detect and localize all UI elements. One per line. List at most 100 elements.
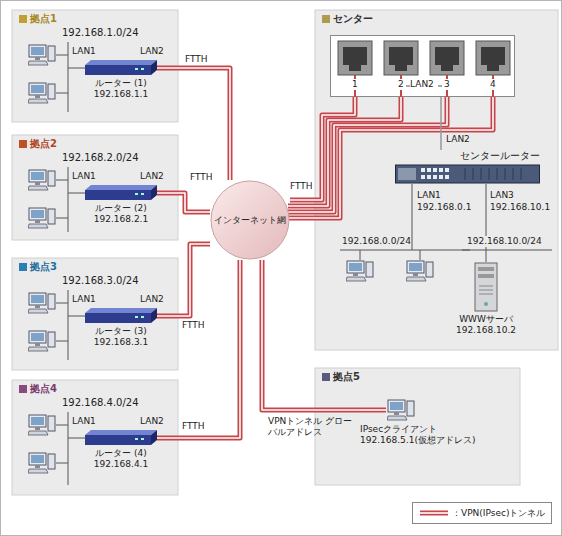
edge-label: FTTH [185,54,208,65]
router-icon [85,430,157,446]
site-heading: 拠点4 [30,383,57,395]
port-label: 3 [444,79,450,90]
vpn-tunnel [157,244,210,316]
pc-icons [28,45,433,473]
connector-stroke [262,260,360,410]
connector-stroke [157,260,240,438]
edge-label: FTTH [182,320,205,331]
connector-stroke [290,97,355,200]
server-name: WWWサーバ [448,314,524,325]
panel-header-marks [19,15,330,393]
site-panel: 拠点2 192.168.2.0/24 ルーター (2)192.168.2.1 [12,135,178,240]
router-chassis [395,164,540,184]
site-panel: 拠点1 192.168.1.0/24 ルーター (1)192.168.1.1 [12,10,178,122]
site-heading: センター [333,13,373,25]
interface-label: 192.168.0.1 [417,202,471,213]
interface-label: 192.168.0.0/24 [342,236,411,247]
router-name: ルーター (3) [85,326,157,337]
ip-address: 192.168.10.2 [448,325,524,336]
router-name: センタールーター [395,150,540,164]
lan-link [486,184,487,262]
vpn-tunnels-extra [288,97,493,410]
connector-stroke [157,193,210,212]
pc-icon [386,398,416,422]
interface-label: LAN1 [72,416,96,427]
site-heading: 拠点3 [30,261,57,273]
connector-stroke [157,244,210,316]
connector-stroke [157,244,210,316]
interface-label: 192.168.10.1 [490,202,550,213]
subnet-label: 192.168.3.0/24 [62,275,139,287]
lan-link [441,97,442,150]
internet-cloud: インターネット網 [210,180,290,260]
connector-stroke [290,97,355,200]
site-panel: 拠点4192.168.4.0/24ルーター (4)192.168.4.1 [12,380,178,495]
edge-label: FTTH [290,181,313,192]
interface-label: 192.168.10.0/24 [466,236,543,247]
site-panel: 拠点3 192.168.3.0/24 ルーター (3)192.168.3.1 [12,258,178,370]
client-name: IPsecクライアント [360,424,475,435]
ip-address: 192.168.2.1 [85,214,157,225]
ip-address: 192.168.5.1(仮想アドレス) [360,435,475,446]
center-lans [340,184,552,260]
interface-label: LAN1 [72,171,96,182]
port-label: 4 [490,79,496,90]
edge-label: FTTH [182,421,205,432]
interface-label: LAN2 [140,416,164,427]
router-icon [85,308,157,324]
vpn-tunnel [157,193,210,212]
port-label: 1 [352,79,358,90]
connector-stroke [262,260,360,410]
subnet-label: 192.168.2.0/24 [62,152,139,164]
interface-label: LAN1 [72,294,96,305]
edge-label: FTTH [190,172,213,183]
connector-stroke [440,97,442,150]
interface-label: LAN2 [140,171,164,182]
vpn-tunnel [157,68,230,180]
ip-address: 192.168.4.1 [85,459,157,470]
router-name: ルーター (1) [85,78,157,89]
vpn-tunnel [157,260,240,438]
site-heading: 拠点5 [333,371,360,383]
ip-address: 192.168.3.1 [85,337,157,348]
router-icon [85,60,157,76]
router-name: ルーター (4) [85,448,157,459]
connector-stroke [486,184,487,262]
port-label: LAN2 [410,79,434,90]
site-panel: 拠点5IPsecクライアント192.168.5.1(仮想アドレス) [315,368,520,485]
router: ルーター (3)192.168.3.1 [85,308,157,348]
connector-stroke [157,68,230,180]
legend-sample [419,508,449,518]
edge-label: VPNトンネル グローバルアドレス [268,416,356,438]
ip-address: 192.168.1.1 [85,89,157,100]
interface-label: LAN2 [140,46,164,57]
connector-stroke [157,193,210,212]
port-label: 2 [398,79,404,90]
subnet-label: 192.168.1.0/24 [62,27,139,39]
legend: ：VPN(IPsec)トンネル [412,502,552,524]
ipsec-client: IPsecクライアント192.168.5.1(仮想アドレス) [360,398,475,446]
router-icon [85,185,157,201]
www-server: WWWサーバ192.168.10.2 [448,262,524,336]
router: ルーター (2)192.168.2.1 [85,185,157,225]
router-name: ルーター (2) [85,203,157,214]
interface-label: LAN3 [490,190,514,201]
site-heading: 拠点2 [30,138,57,150]
lan-port-closeup: 1 2 LAN2 3 4 [330,35,515,97]
server-icon [471,262,501,312]
router: ルーター (4)192.168.4.1 [85,430,157,470]
site-panels [12,10,558,495]
interface-label: LAN1 [72,46,96,57]
site-heading: 拠点1 [30,13,57,25]
legend-text: ：VPN(IPsec)トンネル [452,508,545,519]
interface-label: LAN2 [140,294,164,305]
cloud-label: インターネット網 [214,215,286,226]
vpn-tunnel [262,260,360,410]
edge-label: LAN2 [446,134,470,145]
vpn-tunnel [290,97,355,200]
center-panel: センター12LAN234センタールーターWWWサーバ192.168.10.2 [315,10,558,350]
router: ルーター (1)192.168.1.1 [85,60,157,100]
connector-stroke [157,260,240,438]
